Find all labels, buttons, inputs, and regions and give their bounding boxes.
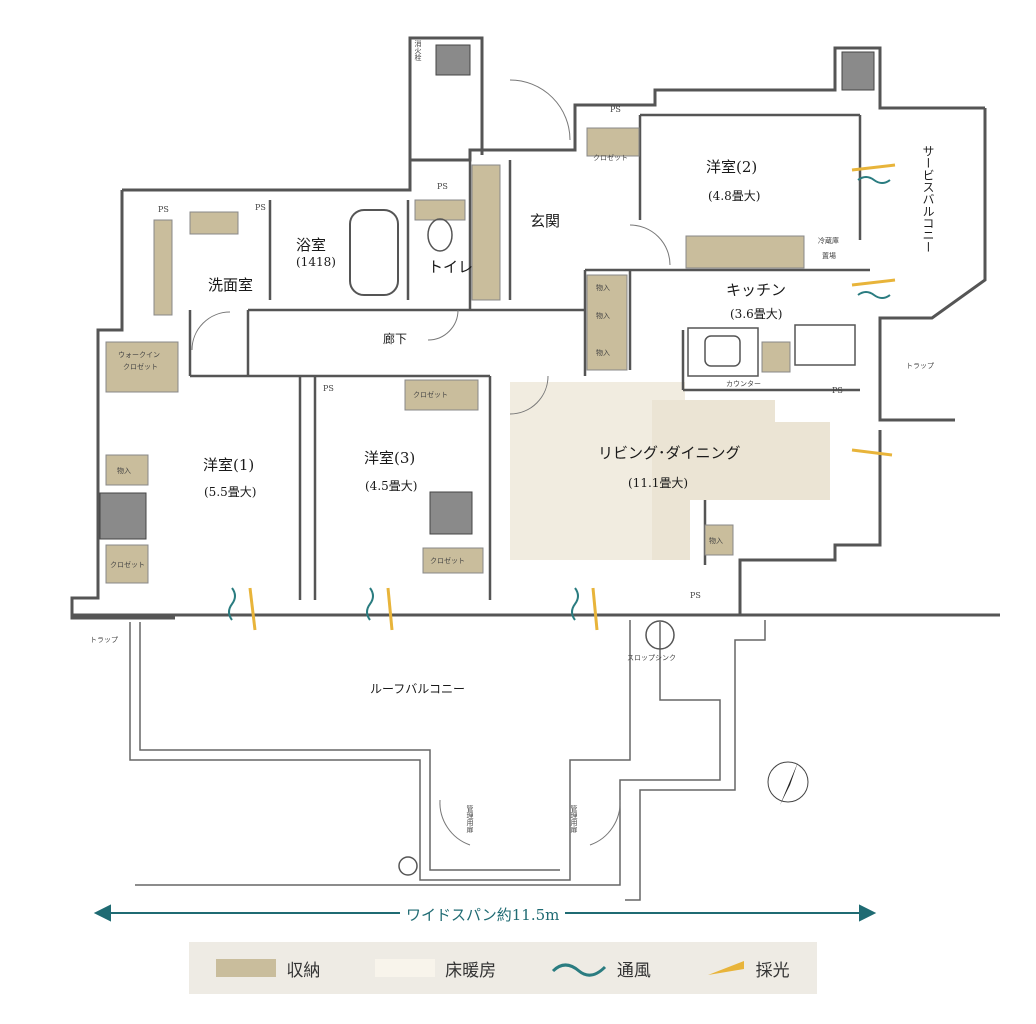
label-ps: PS [437,182,448,191]
floor-heating-area [652,400,690,560]
toilet-bowl [427,218,453,252]
label-trap: トラップ [90,636,118,644]
room-western2-name: 洋室(2) [706,158,757,176]
daylight-markers [248,163,896,631]
wide-span-label: ワイドスパン約11.5m [400,904,566,925]
label-closet: クロゼット [430,556,465,565]
room-entrance-name: 玄関 [530,212,560,230]
label-mgmt-door: 管理用扉 [570,804,578,834]
label-fridge-space: 置場 [822,251,836,260]
label-storage: 物入 [596,348,610,357]
columns [99,44,875,540]
sink [704,335,741,367]
legend-swatch-floor-heating [375,959,436,977]
label-mgmt-door: 管理用扉 [466,804,474,834]
label-fire-hose: 消火栓 [414,39,422,62]
label-ps: PS [610,105,621,114]
legend-swatch-storage [216,959,277,977]
kitchen-counter [687,327,759,377]
label-storage: 物入 [709,536,723,545]
room-hall-name: 廊下 [383,331,407,346]
label-walkin-closet-2: クロゼット [123,362,158,371]
room-bath-name: 浴室 [296,236,326,254]
floor-heating-area [775,422,830,500]
room-western2-size: (4.8畳大) [708,189,760,203]
room-living-name: リビング･ダイニング [598,444,741,462]
label-ps: PS [690,591,701,600]
ventilation-markers [228,176,891,621]
floor-heating-area [690,400,775,500]
room-washroom-name: 洗面室 [208,276,253,294]
label-ps: PS [255,203,266,212]
interior-walls [188,113,870,600]
label-closet: クロゼット [593,153,628,162]
label-fridge: 冷蔵庫 [818,236,839,245]
room-western1-name: 洋室(1) [203,456,254,474]
legend-item-storage: 収納 [216,956,320,981]
legend-label-daylight: 採光 [755,960,790,981]
legend-label-floor-heating: 床暖房 [445,960,497,981]
room-service-balcony-name: サービスバルコニー [921,145,935,253]
legend-item-ventilation: 通風 [551,956,651,981]
label-slop-sink: スロップシンク [627,654,676,662]
label-walkin-closet: ウォークイン [118,351,160,359]
room-living-size: (11.1畳大) [628,476,688,490]
label-storage: 物入 [596,283,610,292]
label-ps: PS [158,205,169,214]
legend-item-daylight: 採光 [706,956,790,981]
label-storage: 物入 [117,466,131,475]
legend-label-storage: 収納 [286,960,321,981]
legend-label-ventilation: 通風 [616,960,651,981]
door-swings [191,79,671,846]
label-counter: カウンター [726,379,761,388]
label-storage: 物入 [596,311,610,320]
label-ps: PS [832,386,843,395]
stove [794,324,856,366]
walls [70,36,1000,620]
slop-sink-icon [645,620,675,650]
label-ps: PS [323,384,334,393]
daylight-icon [707,961,744,975]
room-roof-balcony-name: ルーフバルコニー [370,682,465,696]
label-closet: クロゼット [413,390,448,399]
label-trap: トラップ [906,362,934,370]
ventilation-icon [551,963,606,977]
legend: 収納 床暖房 通風 採光 [189,942,817,994]
room-kitchen-name: キッチン [726,281,786,299]
label-closet: クロゼット [110,560,145,569]
roof-balcony-outline [129,620,766,901]
room-western3-name: 洋室(3) [364,449,415,467]
legend-item-floor-heating: 床暖房 [375,956,496,981]
room-kitchen-size: (3.6畳大) [730,307,782,321]
room-western1-size: (5.5畳大) [204,485,256,499]
north-arrow-icon [767,761,809,805]
storage-areas [105,127,805,584]
bathtub [349,209,399,296]
drain-icon [398,856,418,876]
room-bath-size: (1418) [296,255,336,269]
room-western3-size: (4.5畳大) [365,479,417,493]
room-toilet-name: トイレ [428,258,473,276]
